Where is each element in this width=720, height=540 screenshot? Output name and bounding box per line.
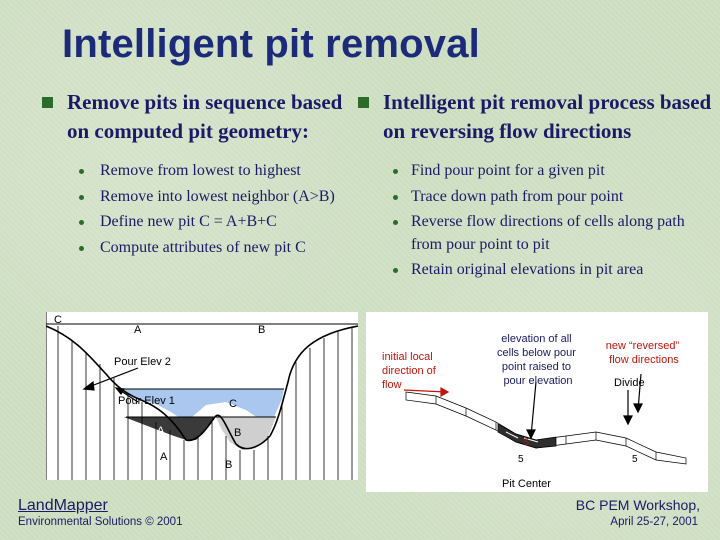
list-item: Find pour point for a given pit <box>356 160 716 183</box>
pit-a-fill <box>124 417 216 440</box>
initial-flow-line-3: flow <box>382 379 402 391</box>
footer-brand: LandMapper <box>18 497 108 514</box>
pit-geometry-figure: C A B Pour Elev 2 Pour Elev 1 C A A B B <box>46 312 358 480</box>
flow-reversal-figure: initial local direction of flow elevatio… <box>366 312 708 492</box>
terrain-profile <box>46 325 358 450</box>
reversed-line-1: new “reversed” <box>606 340 680 352</box>
right-column: Intelligent pit removal process based on… <box>356 88 716 285</box>
label-pour-elev-2: Pour Elev 2 <box>114 356 171 368</box>
list-item: Compute attributes of new pit C <box>40 237 350 260</box>
bullet-dot-icon <box>393 194 398 200</box>
left-sub-list: Remove from lowest to highest Remove int… <box>40 160 350 259</box>
initial-flow-line-1: initial local <box>382 351 433 363</box>
list-item: Remove into lowest neighbor (A>B) <box>40 186 350 209</box>
svg-text:elevation of all cells b: elevation of all cells below pour point … <box>497 333 579 387</box>
label-pit-a-upper: A <box>157 425 165 437</box>
reversed-line-2: flow directions <box>609 354 679 366</box>
right-sub-list: Find pour point for a given pit Trace do… <box>356 160 716 282</box>
pit-b-fill <box>216 417 276 450</box>
left-column: Remove pits in sequence based on compute… <box>40 88 350 262</box>
bullet-dot-icon <box>393 169 398 174</box>
cell-value-3: 5 <box>632 454 638 465</box>
label-pour-elev-1: Pour Elev 1 <box>118 395 175 407</box>
bullet-dot-icon <box>393 268 398 273</box>
list-item: Remove from lowest to highest <box>40 160 350 183</box>
label-top-a: A <box>134 324 142 336</box>
left-heading-text: Remove pits in sequence based on compute… <box>67 90 343 143</box>
footer-event: BC PEM Workshop, <box>575 497 700 513</box>
list-item: Reverse flow directions of cells along p… <box>356 211 716 256</box>
bullet-dot-icon <box>79 245 84 251</box>
cell-value-1: 5 <box>524 437 529 447</box>
left-heading: Remove pits in sequence based on compute… <box>40 88 350 146</box>
list-item: Define new pit C = A+B+C <box>40 211 350 234</box>
bullet-dot-icon <box>79 194 84 200</box>
grid-lines <box>57 326 353 480</box>
bullet-dot-icon <box>79 220 84 225</box>
pit-cross-section-svg: C A B Pour Elev 2 Pour Elev 1 C A A B B <box>46 312 358 480</box>
elevation-line-3: point raised to <box>502 361 571 373</box>
flow-reversal-svg: initial local direction of flow elevatio… <box>382 333 687 490</box>
initial-flow-arrow <box>403 386 450 398</box>
initial-flow-line-2: direction of <box>382 365 437 377</box>
bullet-dot-icon <box>393 220 398 225</box>
pit-center-cells <box>497 423 557 449</box>
elevation-line-4: pour elevation <box>503 375 572 387</box>
list-item: Trace down path from pour point <box>356 186 716 209</box>
list-item: Retain original elevations in pit area <box>356 259 716 282</box>
elevation-line-1: elevation of all <box>501 333 571 345</box>
label-pit-b-upper: B <box>234 427 241 439</box>
svg-text:new “reversed” flow dire: new “reversed” flow directions <box>606 340 682 366</box>
footer-copyright: Environmental Solutions © 2001 <box>18 516 183 528</box>
footer-date: April 25-27, 2001 <box>610 516 698 528</box>
pit-c-fill <box>118 389 284 422</box>
svg-text:initial local direction: initial local direction of flow <box>382 351 439 391</box>
label-top-c: C <box>54 314 62 326</box>
right-heading: Intelligent pit removal process based on… <box>356 88 716 146</box>
right-heading-text: Intelligent pit removal process based on… <box>383 90 712 143</box>
label-pit-b-lower: B <box>225 459 232 471</box>
bullet-dot-icon <box>79 169 84 174</box>
terrain-cells <box>405 391 687 465</box>
square-bullet-icon <box>42 97 53 108</box>
slide-title: Intelligent pit removal <box>62 22 480 66</box>
pit-center-label: Pit Center <box>502 478 551 490</box>
cell-value-2: 5 <box>518 454 524 465</box>
label-pit-a-lower: A <box>160 451 168 463</box>
label-pit-c: C <box>229 398 237 410</box>
elevation-line-2: cells below pour <box>497 347 576 359</box>
square-bullet-icon <box>358 97 369 108</box>
label-top-b: B <box>258 324 265 336</box>
divide-label: Divide <box>614 377 645 389</box>
